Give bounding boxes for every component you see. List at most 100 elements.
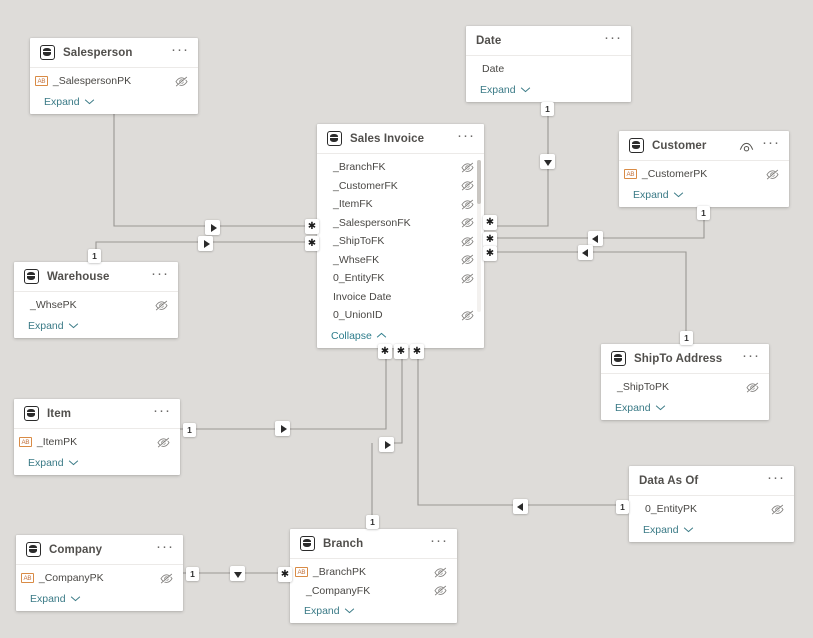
filter-direction-arrow-icon[interactable]	[540, 154, 555, 169]
field-row[interactable]: _SalespersonFK	[317, 214, 484, 233]
more-options-icon[interactable]: ···	[151, 265, 169, 282]
field-row[interactable]: AB_ItemPK	[14, 433, 180, 452]
collapse-link[interactable]: Collapse	[317, 327, 484, 348]
cardinality-one-badge[interactable]: 1	[366, 515, 379, 529]
filter-direction-arrow-icon[interactable]	[379, 437, 394, 452]
field-row[interactable]: _WhsePK	[14, 296, 178, 315]
cardinality-many-badge[interactable]	[305, 236, 319, 251]
table-header-shipto-address[interactable]: ShipTo Address···	[601, 344, 769, 374]
eye-slash-icon[interactable]	[434, 585, 448, 597]
cardinality-many-badge[interactable]	[483, 246, 497, 261]
more-options-icon[interactable]: ···	[457, 127, 475, 144]
table-header-date[interactable]: Date···	[466, 26, 631, 56]
expand-link[interactable]: Expand	[290, 602, 457, 623]
cardinality-many-badge[interactable]	[378, 344, 392, 359]
eye-slash-icon[interactable]	[461, 310, 475, 321]
table-header-warehouse[interactable]: Warehouse···	[14, 262, 178, 292]
table-card-company[interactable]: Company··· AB_CompanyPK Expand	[16, 535, 183, 611]
cardinality-many-badge[interactable]	[483, 215, 497, 230]
field-row[interactable]: _ItemFK	[317, 195, 484, 214]
field-row[interactable]: _WhseFK	[317, 251, 484, 270]
table-header-data-as-of[interactable]: Data As Of···	[629, 466, 794, 496]
expand-link[interactable]: Expand	[14, 454, 180, 475]
more-options-icon[interactable]: ···	[767, 469, 785, 486]
more-options-icon[interactable]: ···	[430, 532, 448, 549]
more-options-icon[interactable]: ···	[742, 347, 760, 364]
field-row[interactable]: AB_BranchPK	[290, 563, 457, 582]
filter-direction-arrow-icon[interactable]	[230, 566, 245, 581]
field-row[interactable]: 0_EntityFK	[317, 269, 484, 288]
table-header-salesperson[interactable]: Salesperson···	[30, 38, 198, 68]
expand-link[interactable]: Expand	[629, 521, 794, 542]
more-options-icon[interactable]: ···	[153, 402, 171, 419]
cardinality-many-badge[interactable]	[394, 344, 408, 359]
cardinality-many-badge[interactable]	[483, 232, 497, 247]
field-row[interactable]: Invoice Date	[317, 288, 484, 307]
eye-slash-icon[interactable]	[771, 504, 785, 515]
expand-link[interactable]: Expand	[601, 399, 769, 420]
field-row[interactable]: 0_EntityPK	[629, 500, 794, 519]
field-row[interactable]: _BranchFK	[317, 158, 484, 177]
field-row[interactable]: _ShipToFK	[317, 232, 484, 251]
table-header-company[interactable]: Company···	[16, 535, 183, 565]
eye-slash-icon[interactable]	[155, 300, 169, 311]
table-header-item[interactable]: Item···	[14, 399, 180, 429]
expand-link[interactable]: Expand	[14, 317, 178, 338]
table-header-sales-invoice[interactable]: Sales Invoice···	[317, 124, 484, 154]
field-row[interactable]: AB_CustomerPK	[619, 165, 789, 184]
table-card-warehouse[interactable]: Warehouse··· _WhsePK Expand	[14, 262, 178, 338]
table-card-item[interactable]: Item··· AB_ItemPK Expand	[14, 399, 180, 475]
eye-slash-icon[interactable]	[461, 236, 475, 247]
cardinality-many-badge[interactable]	[410, 344, 424, 359]
eye-slash-icon[interactable]	[175, 76, 189, 87]
table-header-branch[interactable]: Branch···	[290, 529, 457, 559]
field-row[interactable]: AB_SalespersonPK	[30, 72, 198, 91]
eye-slash-icon[interactable]	[461, 199, 475, 210]
field-row[interactable]: 0_UnionID	[317, 306, 484, 325]
expand-link[interactable]: Expand	[16, 590, 183, 611]
table-card-shipto-address[interactable]: ShipTo Address··· _ShipToPK Expand	[601, 344, 769, 420]
cardinality-one-badge[interactable]: 1	[186, 567, 199, 581]
cardinality-one-badge[interactable]: 1	[183, 423, 196, 437]
eye-icon[interactable]	[739, 141, 754, 151]
table-card-sales-invoice[interactable]: Sales Invoice··· _BranchFK_CustomerFK_Ite…	[317, 124, 484, 348]
field-row[interactable]: Date	[466, 60, 631, 79]
eye-slash-icon[interactable]	[434, 567, 448, 578]
filter-direction-arrow-icon[interactable]	[578, 245, 593, 260]
cardinality-one-badge[interactable]: 1	[616, 500, 629, 514]
field-row[interactable]: _ShipToPK	[601, 378, 769, 397]
more-options-icon[interactable]: ···	[762, 134, 780, 151]
filter-direction-arrow-icon[interactable]	[275, 421, 290, 436]
cardinality-one-badge[interactable]: 1	[541, 102, 554, 116]
expand-link[interactable]: Expand	[466, 81, 631, 102]
more-options-icon[interactable]: ···	[156, 538, 174, 555]
more-options-icon[interactable]: ···	[604, 29, 622, 46]
field-row[interactable]: AB_CompanyPK	[16, 569, 183, 588]
expand-link[interactable]: Expand	[619, 186, 789, 207]
table-card-customer[interactable]: Customer··· AB_CustomerPK Expand	[619, 131, 789, 207]
expand-link[interactable]: Expand	[30, 93, 198, 114]
field-row[interactable]: _CustomerFK	[317, 177, 484, 196]
filter-direction-arrow-icon[interactable]	[198, 236, 213, 251]
eye-slash-icon[interactable]	[461, 180, 475, 192]
table-header-customer[interactable]: Customer···	[619, 131, 789, 161]
table-card-data-as-of[interactable]: Data As Of··· 0_EntityPK Expand	[629, 466, 794, 542]
more-options-icon[interactable]: ···	[171, 41, 189, 58]
eye-slash-icon[interactable]	[461, 254, 475, 266]
table-card-salesperson[interactable]: Salesperson··· AB_SalespersonPK Expand	[30, 38, 198, 114]
cardinality-one-badge[interactable]: 1	[680, 331, 693, 345]
eye-slash-icon[interactable]	[766, 169, 780, 180]
eye-slash-icon[interactable]	[461, 273, 475, 284]
filter-direction-arrow-icon[interactable]	[513, 499, 528, 514]
eye-slash-icon[interactable]	[461, 217, 475, 229]
cardinality-many-badge[interactable]	[305, 219, 319, 234]
vertical-scrollbar[interactable]	[477, 160, 481, 312]
cardinality-one-badge[interactable]: 1	[697, 206, 710, 220]
filter-direction-arrow-icon[interactable]	[588, 231, 603, 246]
eye-slash-icon[interactable]	[160, 573, 174, 584]
cardinality-many-badge[interactable]	[278, 567, 292, 582]
eye-slash-icon[interactable]	[461, 162, 475, 173]
